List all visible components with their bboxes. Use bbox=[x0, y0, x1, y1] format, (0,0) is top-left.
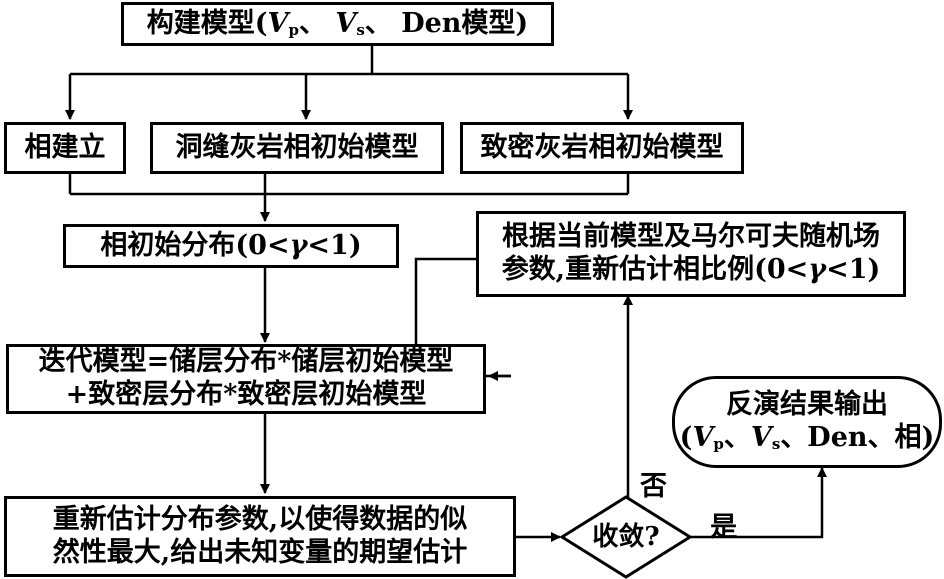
reestimate-params-label: 重新估计分布参数,以使得数据的似然性最大,给出未知变量的期望估计 bbox=[52, 503, 468, 568]
mrf-reestimate-label: 根据当前模型及马尔可夫随机场参数,重新估计相比例(0<γ<1) bbox=[501, 221, 881, 285]
initial-distribution-label: 相初始分布(0<γ<1) bbox=[100, 229, 362, 261]
fracture-cave-model-label: 洞缝灰岩相初始模型 bbox=[175, 131, 419, 163]
fracture-cave-model-box: 洞缝灰岩相初始模型 bbox=[150, 122, 444, 174]
iterate-model-label: 迭代模型=储层分布*储层初始模型+致密层分布*致密层初始模型 bbox=[38, 346, 454, 410]
mrf-reestimate-box: 根据当前模型及马尔可夫随机场参数,重新估计相比例(0<γ<1) bbox=[476, 211, 906, 297]
converge-diamond bbox=[559, 495, 693, 579]
iterate-model-box: 迭代模型=储层分布*储层初始模型+致密层分布*致密层初始模型 bbox=[6, 344, 486, 414]
arrow-yes-to-output bbox=[690, 467, 827, 539]
inversion-output-label: 反演结果输出(Vp、Vs、Den、相) bbox=[679, 389, 935, 453]
facies-build-box: 相建立 bbox=[4, 122, 126, 174]
reestimate-params-box: 重新估计分布参数,以使得数据的似然性最大,给出未知变量的期望估计 bbox=[4, 496, 516, 577]
edge-label-yes: 是 bbox=[710, 512, 737, 543]
initial-distribution-box: 相初始分布(0<γ<1) bbox=[63, 224, 399, 268]
build-model-label: 构建模型(Vp、 Vs、 Den模型) bbox=[146, 7, 529, 39]
edge-label-no: 否 bbox=[640, 471, 667, 502]
converge-label: 收敛? bbox=[592, 522, 660, 552]
tight-limestone-model-box: 致密灰岩相初始模型 bbox=[460, 122, 744, 174]
build-model-box: 构建模型(Vp、 Vs、 Den模型) bbox=[121, 2, 554, 46]
tight-limestone-model-label: 致密灰岩相初始模型 bbox=[480, 131, 724, 163]
facies-build-label: 相建立 bbox=[24, 131, 106, 163]
inversion-output-box: 反演结果输出(Vp、Vs、Den、相) bbox=[672, 376, 942, 468]
